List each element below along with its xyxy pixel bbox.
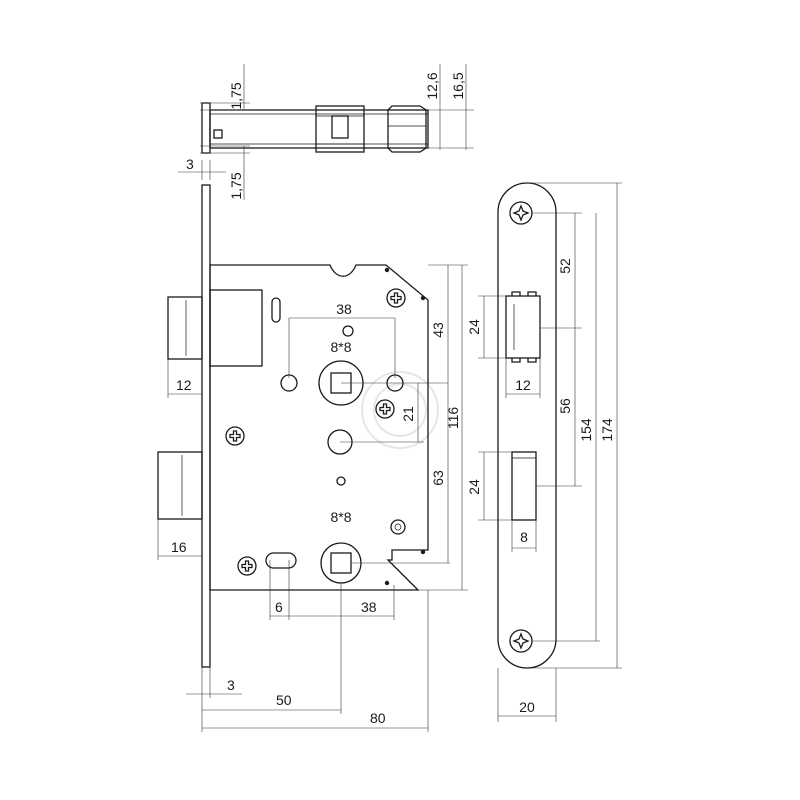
dim-slot-width: 6 [275, 599, 283, 615]
dim-hole-distance: 38 [361, 599, 377, 615]
top-cylinder [387, 105, 427, 153]
watermark-logo [361, 371, 439, 449]
top-spindle-block [315, 105, 365, 153]
dim-plate-bottom: 1,75 [228, 172, 244, 199]
dim-bolt-depth: 8 [520, 529, 528, 545]
small-hole [342, 325, 354, 337]
top-slot [271, 297, 281, 323]
torx-screw-icon [509, 201, 533, 225]
dim-body-outer: 16,5 [450, 72, 466, 99]
strike-plate [497, 182, 557, 669]
dim-lower: 63 [430, 470, 446, 486]
lock-case [157, 184, 429, 668]
dim-spindle-bottom: 8*8 [330, 509, 351, 525]
dead-bolt [157, 451, 203, 520]
dim-strike-length: 174 [599, 418, 615, 442]
torx-screw-icon [509, 629, 533, 653]
dim-to-spindle: 43 [430, 322, 446, 338]
screw-icon [386, 288, 406, 308]
dim-strike-middle: 56 [557, 398, 573, 414]
bottom-slot [265, 552, 297, 569]
dim-plate-thickness: 3 [186, 156, 194, 172]
strike-plate-outline [497, 182, 557, 669]
dim-bolt-throw: 16 [171, 539, 187, 555]
dim-spindle-top: 8*8 [330, 339, 351, 355]
dim-height: 116 [445, 407, 461, 430]
bolt-opening [511, 451, 537, 521]
case-body [209, 264, 429, 591]
top-faceplate [201, 102, 211, 154]
dim-plate-top: 1,75 [228, 82, 244, 109]
screw-icon [237, 556, 257, 576]
top-body [209, 109, 429, 149]
dim-latch-throw: 12 [176, 377, 192, 393]
pin-hole [336, 476, 346, 486]
dim-depth: 80 [370, 710, 386, 726]
dim-latch-opening: 24 [466, 319, 482, 335]
dim-bolt-opening: 24 [466, 479, 482, 495]
latch-bolt [167, 296, 203, 360]
case-dimension-lines [157, 264, 468, 732]
latch-housing [209, 289, 263, 367]
dim-strike-width: 20 [519, 699, 535, 715]
faceplate [201, 184, 211, 668]
dim-body-inner: 12,6 [424, 72, 440, 99]
top-view [178, 64, 474, 200]
dim-faceplate-thickness: 3 [227, 677, 235, 693]
dim-spindle-distance: 38 [336, 301, 352, 317]
screw-icon-group [225, 288, 406, 576]
spindle-square-bottom [330, 552, 352, 574]
strike-dimension-lines [478, 182, 622, 722]
dim-latch-depth: 12 [515, 377, 531, 393]
screw-icon [225, 426, 245, 446]
dim-between-spindles: 21 [400, 406, 416, 422]
dim-strike-top: 52 [557, 258, 573, 274]
dim-hole-spacing: 154 [578, 418, 594, 442]
bottom-hole [390, 519, 406, 535]
screw-icon [375, 399, 395, 419]
dim-backset: 50 [276, 692, 292, 708]
latch-opening [505, 295, 541, 359]
